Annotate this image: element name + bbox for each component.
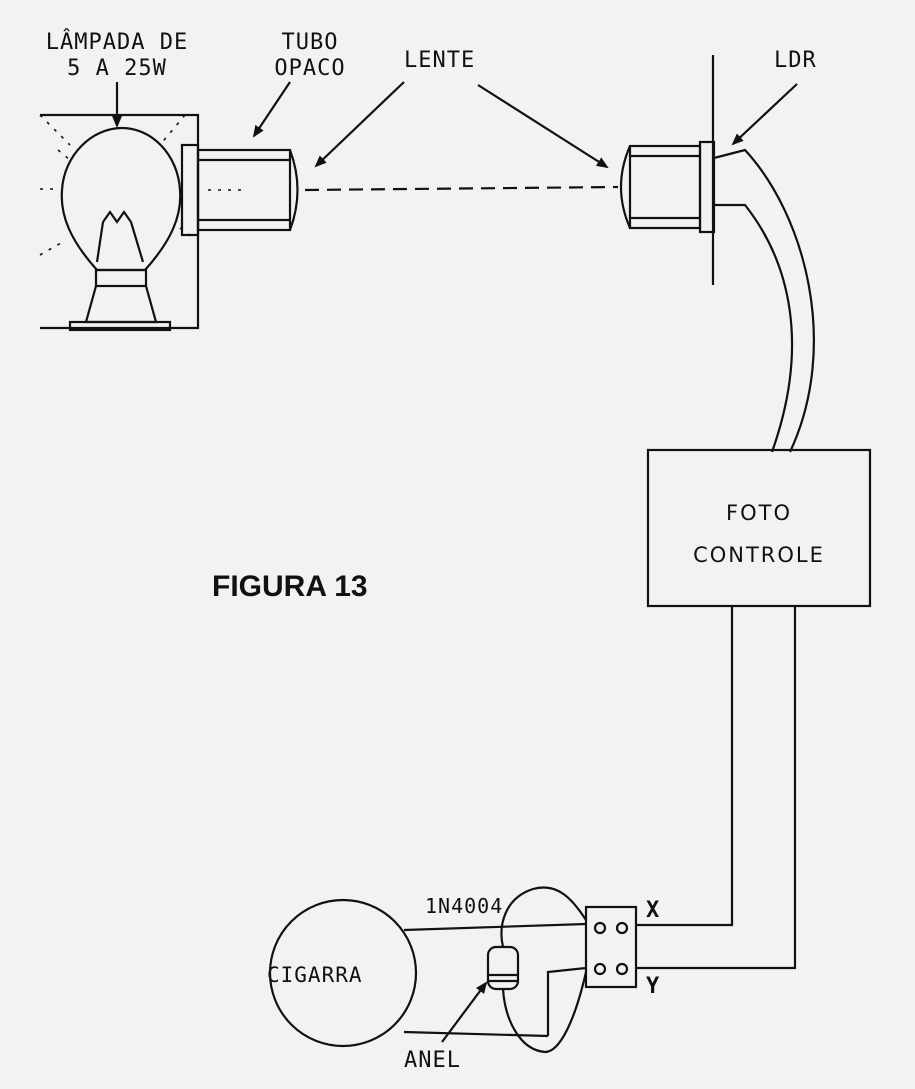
ring-label: ANEL: [404, 1048, 461, 1073]
buzzer-wires: [403, 922, 587, 1038]
tube-arrow: [252, 81, 291, 138]
terminal-y-label: Y: [646, 974, 661, 999]
ldr-cable: [713, 148, 815, 453]
light-beam: [304, 185, 619, 192]
photo-control-label: FOTO CONTROLE: [648, 492, 870, 576]
ldr-label: LDR: [774, 48, 817, 73]
photo-control-box: [646, 448, 872, 608]
ring-arrow: [441, 981, 488, 1043]
control-wires: [636, 606, 797, 970]
terminal-x-label: X: [646, 898, 661, 923]
ldr-lens-assembly: [619, 140, 716, 234]
lamp-bulb: [39, 126, 197, 332]
diode-label: 1N4004: [425, 894, 504, 918]
ldr-arrow: [731, 83, 798, 146]
tube-label-line1: TUBO: [281, 30, 339, 55]
tube-label: TUBO OPACO: [255, 30, 365, 82]
lens-arrow-left: [314, 81, 405, 168]
lamp-label-line2: 5 A 25W: [67, 56, 167, 81]
diode-1n4004: [486, 886, 588, 1054]
figure-title: FIGURA 13: [212, 570, 368, 603]
photo-control-line2: CONTROLE: [693, 543, 825, 567]
lamp-label: LÂMPADA DE 5 A 25W: [22, 30, 212, 82]
lamp-housing: [39, 113, 200, 330]
buzzer-label: CIGARRA: [267, 963, 363, 987]
lens-label: LENTE: [404, 48, 476, 73]
photo-control-line1: FOTO: [726, 501, 792, 525]
terminal-block: [584, 905, 638, 989]
opaque-tube: [180, 143, 299, 237]
lens-arrow-right: [477, 84, 609, 169]
lamp-label-line1: LÂMPADA DE: [45, 30, 189, 55]
tube-label-line2: OPACO: [274, 56, 346, 81]
buzzer: [268, 898, 418, 1048]
